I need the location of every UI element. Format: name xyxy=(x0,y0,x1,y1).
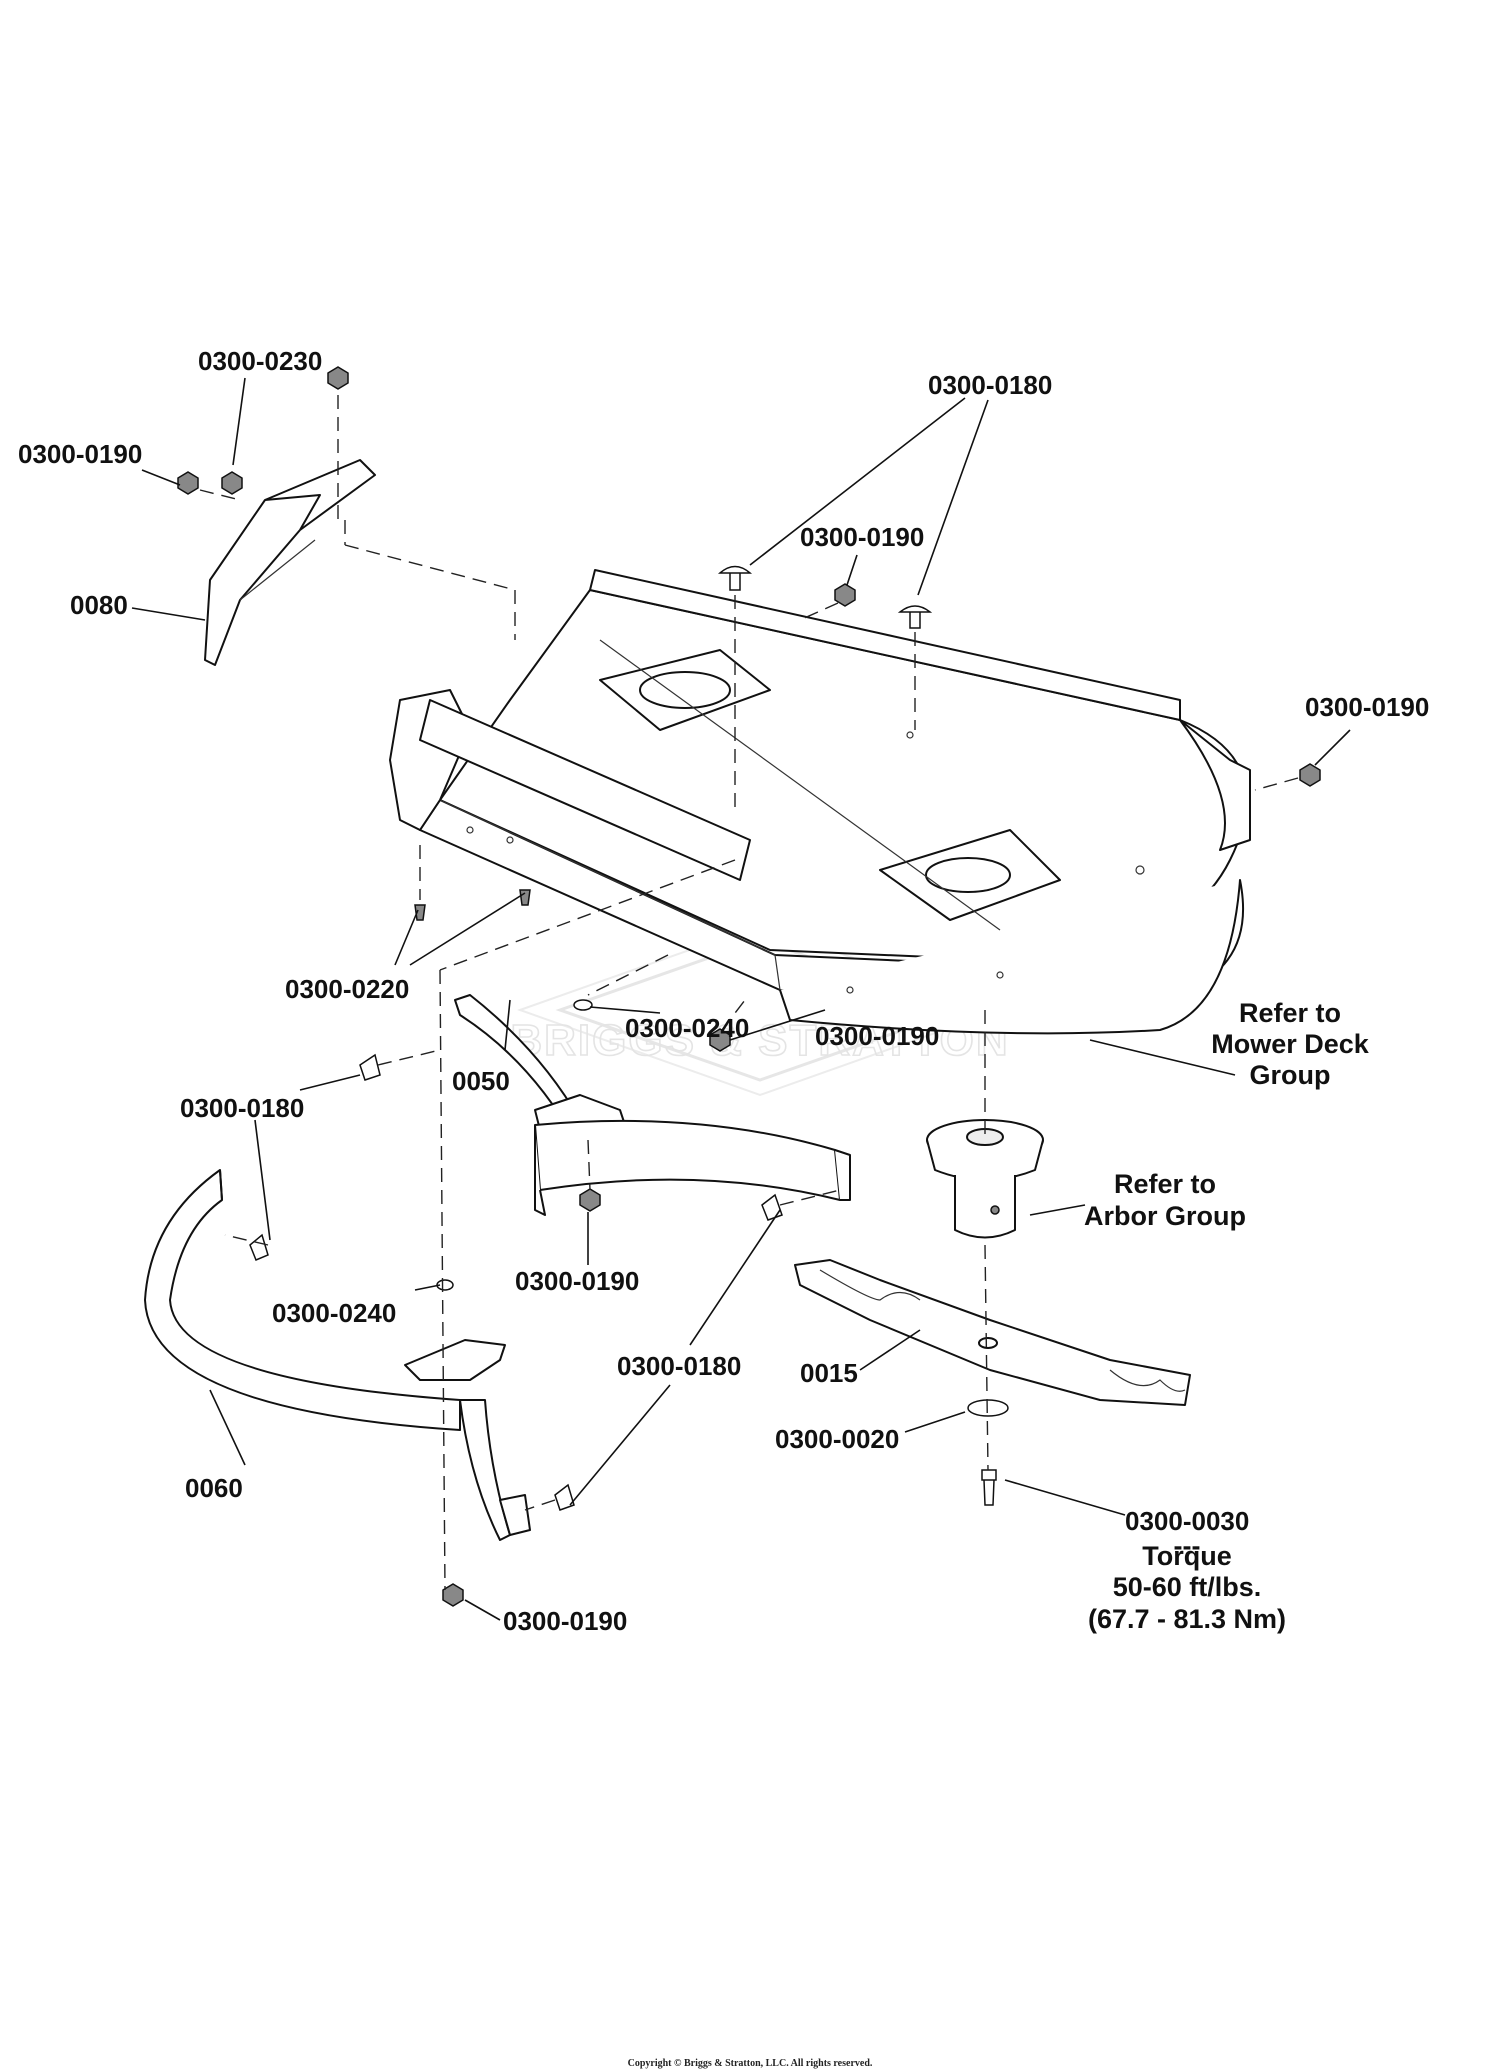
label-0080: 0080 xyxy=(70,590,128,620)
label-0050: 0050 xyxy=(452,1066,510,1096)
callout-line: Arbor Group xyxy=(1084,1201,1246,1231)
callout-line: Refer to xyxy=(1239,998,1341,1028)
mower-deck xyxy=(389,569,1251,1035)
label-0300-0190: 0300-0190 xyxy=(503,1606,627,1636)
leader-lines xyxy=(131,377,1351,1621)
label-0060: 0060 xyxy=(185,1473,243,1503)
deflector-part-0080 xyxy=(204,459,376,666)
blade-part-0015 xyxy=(794,1259,1191,1406)
label-0300-0190: 0300-0190 xyxy=(1305,692,1429,722)
callout-mower-deck: Refer to Mower Deck Group xyxy=(1211,998,1370,1090)
callout-line: Refer to xyxy=(1114,1169,1216,1199)
label-0300-0180: 0300-0180 xyxy=(180,1093,304,1123)
callout-torque: --- Torque 50-60 ft/lbs. (67.7 - 81.3 Nm… xyxy=(1088,1531,1286,1634)
copyright-notice: Copyright © Briggs & Stratton, LLC. All … xyxy=(627,2058,873,2069)
label-0300-0230: 0300-0230 xyxy=(198,346,322,376)
part-labels: 0300-0230 0300-0190 0080 0300-0180 0300-… xyxy=(18,346,1429,1636)
label-0300-0180: 0300-0180 xyxy=(928,370,1052,400)
label-0300-0190: 0300-0190 xyxy=(18,439,142,469)
callout-line: Mower Deck xyxy=(1211,1029,1370,1059)
alignment-lines xyxy=(199,395,1299,1591)
callout-line: 50-60 ft/lbs. xyxy=(1113,1572,1262,1602)
callout-line: --- xyxy=(1174,1531,1201,1561)
label-0300-0220: 0300-0220 xyxy=(285,974,409,1004)
callout-arbor: Refer to Arbor Group xyxy=(1084,1169,1246,1231)
baffle-part-0060 xyxy=(144,1169,531,1541)
label-0300-0240: 0300-0240 xyxy=(625,1013,749,1043)
label-0015: 0015 xyxy=(800,1358,858,1388)
label-0300-0190: 0300-0190 xyxy=(815,1021,939,1051)
baffle-part-0050 xyxy=(454,994,851,1216)
hardware xyxy=(177,366,1321,1607)
label-0300-0190: 0300-0190 xyxy=(515,1266,639,1296)
label-0300-0240: 0300-0240 xyxy=(272,1298,396,1328)
callout-line: (67.7 - 81.3 Nm) xyxy=(1088,1604,1286,1634)
callout-line: Torque xyxy=(1142,1541,1232,1571)
callout-line: Group xyxy=(1250,1060,1331,1090)
label-0300-0180: 0300-0180 xyxy=(617,1351,741,1381)
label-0300-0190: 0300-0190 xyxy=(800,522,924,552)
arbor-assembly xyxy=(926,1119,1044,1239)
label-0300-0020: 0300-0020 xyxy=(775,1424,899,1454)
nut-0300-0230 xyxy=(327,366,349,390)
label-0300-0030: 0300-0030 xyxy=(1125,1506,1249,1536)
